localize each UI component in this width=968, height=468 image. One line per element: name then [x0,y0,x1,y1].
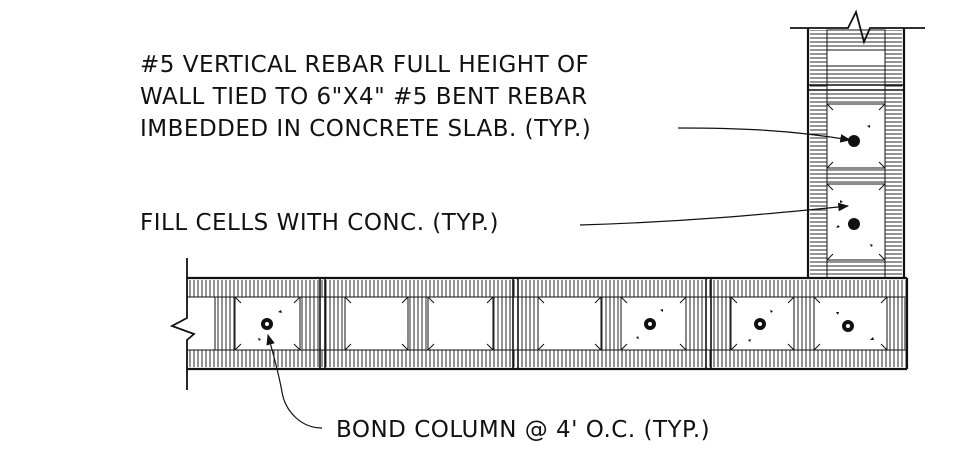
rebar-note-line-3: IMBEDDED IN CONCRETE SLAB. (TYP.) [140,116,591,142]
vertical-cmu-wall [790,9,925,279]
fill-cells-note: FILL CELLS WITH CONC. (TYP.) [140,210,499,236]
concrete-fill-stipple [258,125,874,342]
bond-column-note: BOND COLUMN @ 4' O.C. (TYP.) [336,417,710,443]
rebar-note-line-2: WALL TIED TO 6"X4" #5 BENT REBAR [140,84,588,110]
rebar-markers [261,135,860,332]
leader-lines [266,127,852,429]
rebar-note-line-1: #5 VERTICAL REBAR FULL HEIGHT OF [140,52,589,78]
horizontal-cmu-wall [169,258,909,390]
